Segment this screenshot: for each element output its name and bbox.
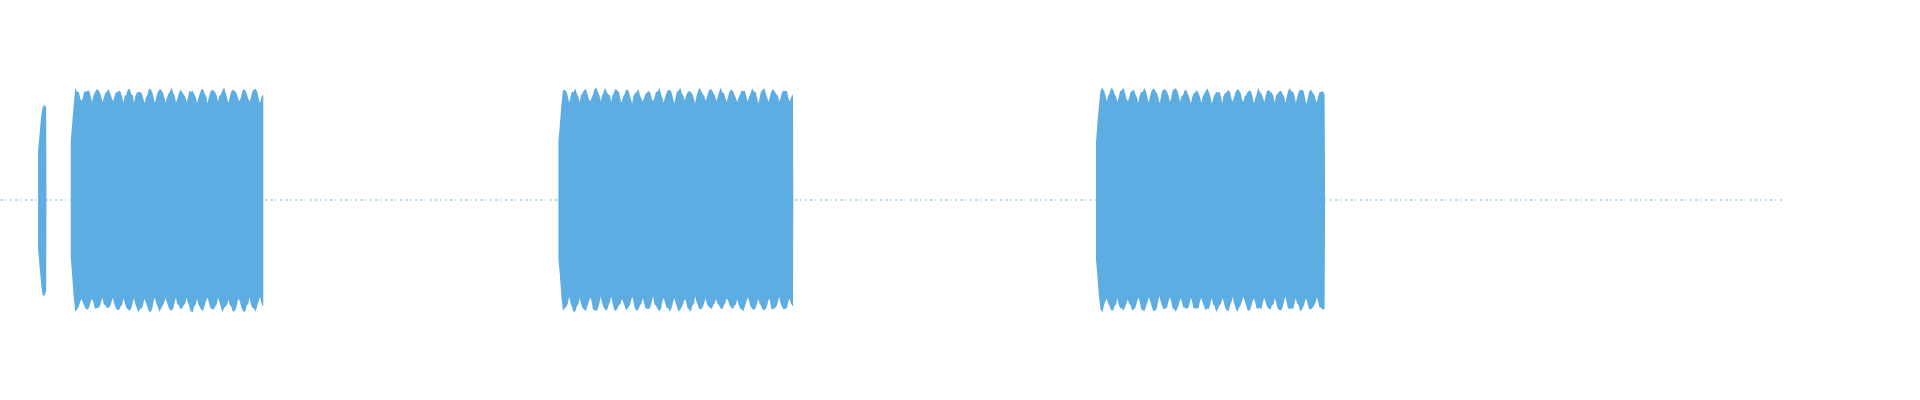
waveform-segments	[38, 87, 1326, 313]
waveform-segment-1	[38, 104, 47, 296]
waveform-segment-2	[70, 87, 264, 313]
waveform-segment-3	[558, 87, 794, 313]
waveform-segment-4	[1096, 87, 1326, 313]
